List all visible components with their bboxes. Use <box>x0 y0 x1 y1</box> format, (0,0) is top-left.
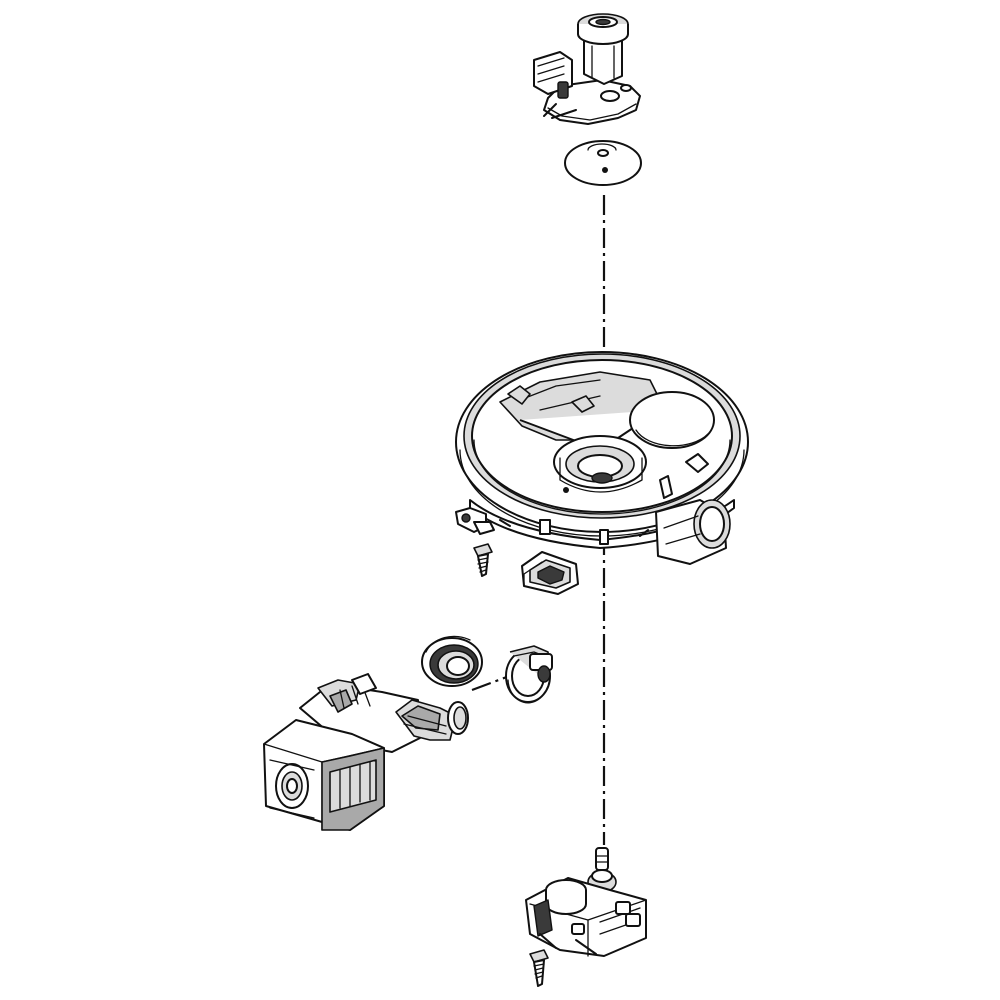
screw-icon <box>473 543 493 577</box>
disc-icon <box>564 140 642 186</box>
clamp-icon <box>505 645 553 704</box>
clip-icon <box>455 507 495 535</box>
motor-icon <box>525 847 647 957</box>
sump-icon <box>455 351 749 565</box>
pump-motor-icon <box>263 673 469 831</box>
diverter-assembly-icon <box>533 13 641 125</box>
grommet-icon <box>521 551 579 595</box>
seal-ring-icon <box>421 635 483 687</box>
screw-icon <box>529 949 549 987</box>
